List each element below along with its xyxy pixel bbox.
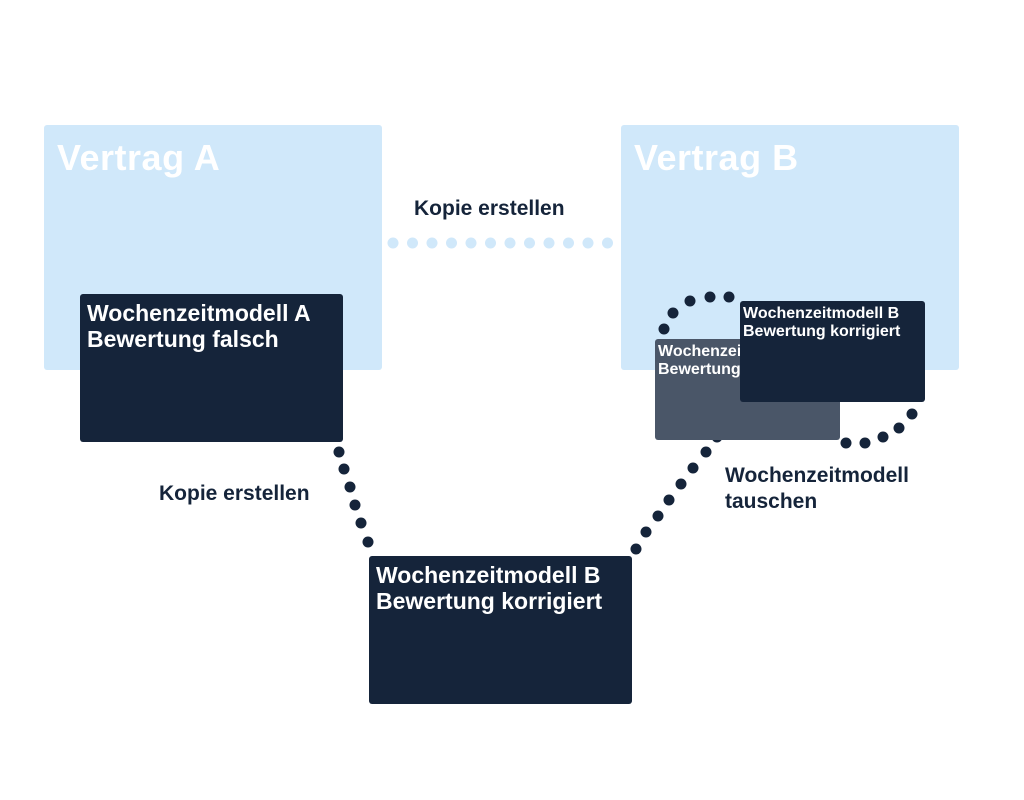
model-b-copy-name: Wochenzeitmodell B — [376, 562, 601, 588]
swap-path-dot — [630, 543, 642, 555]
copy-model-dot — [362, 536, 374, 548]
swap-path-dot — [640, 526, 652, 538]
copy-model-dot — [344, 481, 356, 493]
copy-model-dot — [333, 446, 345, 458]
swap-loop-dot — [859, 437, 871, 449]
copy-contract-dot — [407, 237, 418, 249]
copy-contract-dot — [563, 237, 574, 249]
swap-path-dot — [675, 478, 687, 490]
model-b-copy-rating: Bewertung korrigiert — [376, 588, 603, 614]
copy-contract-dot — [446, 237, 457, 249]
copy-contract-dot — [504, 237, 516, 249]
swap-loop-dot — [906, 408, 918, 420]
copy-contract-dot — [465, 237, 477, 249]
swap-path-dot — [652, 510, 664, 522]
swap-loop-dot — [893, 422, 905, 434]
swap-path-dot — [663, 494, 675, 506]
copy-contract-dot — [602, 237, 613, 249]
swap-loop-dot — [667, 307, 679, 319]
copy-contract-label: Kopie erstellen — [414, 197, 565, 220]
copy-contract-dot — [543, 237, 555, 249]
contract-a-title: Vertrag A — [57, 137, 221, 178]
copy-contract-dot — [524, 237, 535, 249]
copy-model-dot — [355, 517, 367, 529]
swap-loop-dot — [723, 291, 735, 303]
model-b-new-name: Wochenzeitmodell B — [743, 305, 900, 322]
swap-model-label-line1: Wochenzeitmodell — [725, 464, 909, 487]
model-b-new-rating: Bewertung korrigiert — [743, 323, 901, 340]
copy-contract-dot — [485, 237, 496, 249]
model-b-copy-card: Wochenzeitmodell B Bewertung korrigiert — [369, 556, 632, 704]
copy-model-dot — [349, 499, 361, 511]
model-a-rating: Bewertung falsch — [87, 326, 279, 352]
swap-model-label-line2: tauschen — [725, 490, 818, 513]
copy-contract-dot — [387, 237, 399, 249]
copy-contract-dotted-line — [387, 237, 613, 249]
model-a-card: Wochenzeitmodell A Bewertung falsch — [80, 294, 343, 442]
copy-contract-dot — [426, 237, 438, 249]
model-a-name: Wochenzeitmodell A — [87, 300, 311, 326]
swap-loop-dot — [704, 291, 716, 303]
copy-model-label: Kopie erstellen — [159, 482, 310, 505]
swap-model-label: Wochenzeitmodell tauschen — [725, 463, 909, 515]
swap-loop-dot — [658, 323, 670, 335]
copy-model-dot — [338, 463, 350, 475]
swap-loop-dot — [877, 431, 889, 443]
model-b-new-card: Wochenzeitmodell B Bewertung korrigiert — [740, 301, 925, 402]
contract-b-title: Vertrag B — [634, 137, 799, 178]
swap-loop-dot — [840, 437, 852, 449]
swap-path-dot — [687, 462, 699, 474]
swap-path-dot — [700, 446, 712, 458]
copy-contract-dot — [582, 237, 594, 249]
swap-loop-dot — [684, 295, 696, 307]
